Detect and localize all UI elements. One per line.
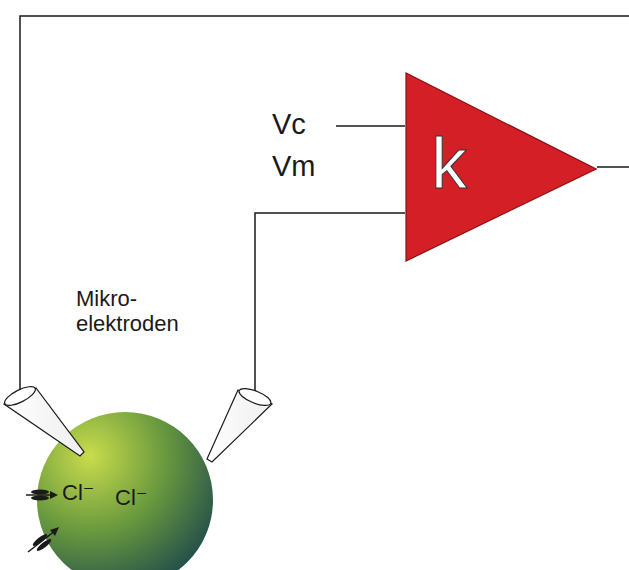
amplifier-triangle: k (405, 72, 597, 262)
vm-wire (255, 213, 405, 396)
electrode-opening (237, 385, 273, 409)
feedback-wire (20, 16, 629, 396)
signal-name: Vm (272, 150, 316, 183)
ion-channel (28, 527, 59, 553)
part-name: Mikro- elektroden (76, 286, 196, 337)
ion-label: Cl⁻ (115, 486, 147, 510)
gain-label: k (431, 124, 467, 203)
signal-name: Vc (272, 108, 306, 141)
output-wire (597, 166, 629, 168)
electrode-opening (2, 383, 38, 409)
ion-channel (26, 490, 58, 501)
vc-wire (336, 125, 405, 127)
ion-label: Cl⁻ (62, 480, 94, 505)
